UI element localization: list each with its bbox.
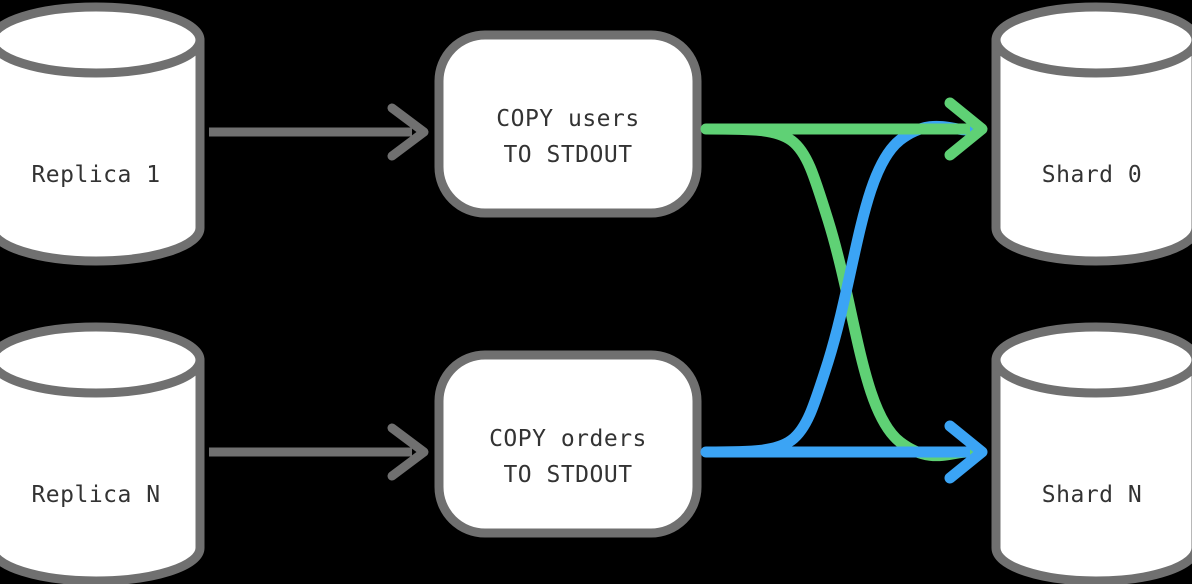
node-replica-1[interactable]: Replica 1 [0, 2, 205, 266]
process-box-copy-users [434, 30, 702, 218]
node-shard-0[interactable]: Shard 0 [991, 2, 1192, 266]
cylinder-body-replica-n [0, 355, 205, 584]
connector-orders-to-shard-n [706, 420, 988, 484]
node-replica-n[interactable]: Replica N [0, 322, 205, 584]
node-copy-orders[interactable]: COPY orders TO STDOUT [434, 350, 702, 538]
cylinder-top-replica-1 [0, 2, 205, 78]
arrowhead-icon [944, 97, 988, 161]
connector-users-to-shard-0 [706, 97, 988, 161]
cylinder-body-shard-0 [991, 35, 1192, 266]
node-label-shard-n: Shard N [1042, 482, 1142, 508]
connector-users-to-shard-n [700, 123, 974, 462]
arrowhead-icon [387, 103, 429, 161]
process-label-line2: TO STDOUT [503, 462, 632, 488]
cylinder-top-shard-n [991, 322, 1192, 398]
node-copy-users[interactable]: COPY users TO STDOUT [434, 30, 702, 218]
process-label-line1: COPY users [496, 106, 639, 132]
connector-orders-to-shard-0 [700, 120, 974, 458]
cylinder-top-shard-0 [991, 2, 1192, 78]
node-label-replica-n: Replica N [31, 482, 160, 508]
cylinder-body-shard-n [991, 355, 1192, 584]
arrowhead-icon [387, 423, 429, 481]
node-label-replica-1: Replica 1 [31, 162, 160, 188]
process-box-copy-orders [434, 350, 702, 538]
node-shard-n[interactable]: Shard N [991, 322, 1192, 584]
process-label-line2: TO STDOUT [503, 142, 632, 168]
node-label-shard-0: Shard 0 [1042, 162, 1142, 188]
cylinder-top-replica-n [0, 322, 205, 398]
arrowhead-icon [944, 420, 988, 484]
connector-replica-1-to-copy-users [209, 103, 429, 161]
process-label-line1: COPY orders [489, 426, 647, 452]
cylinder-body-replica-1 [0, 35, 205, 266]
connector-replica-n-to-copy-orders [209, 423, 429, 481]
